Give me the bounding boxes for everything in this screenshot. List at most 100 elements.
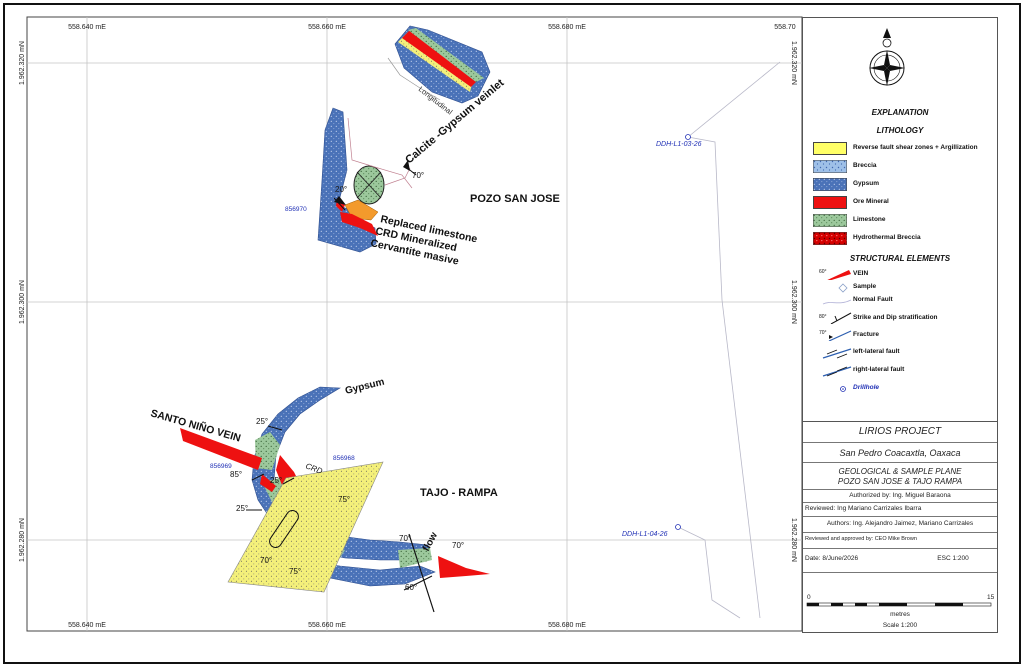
shear-swatch: [813, 142, 847, 155]
approved-text: Reviewed and approved by: CEO Mike Brown: [805, 536, 917, 542]
fault-line-1: [408, 533, 435, 613]
legend-item-gypsum: Gypsum: [813, 178, 995, 192]
scale-bar: 0 15 metres Scale 1:200: [806, 594, 995, 629]
right-lateral-fault-symbol-icon: [822, 366, 852, 377]
longitudinal-limestone-band: [408, 28, 484, 82]
drillhole-traces: [677, 61, 781, 619]
sample-856969-label: 856969: [210, 463, 232, 470]
legend-item-ore: Ore Mineral: [813, 196, 995, 210]
title-divider-5: [803, 516, 997, 517]
santo-nino-vein-body: [180, 428, 262, 470]
legend-panel: EXPLANATION LITHOLOGY Reverse fault shea…: [802, 17, 998, 423]
drillhole-1-label: DDH-L1-03-26: [656, 141, 702, 148]
title-divider-1: [803, 442, 997, 443]
grid-label-top-4: 558.70: [774, 24, 796, 31]
angle-60: 60°: [405, 583, 417, 592]
title-divider-2: [803, 462, 997, 463]
drillhole-symbol-icon: [840, 386, 846, 392]
plane-title: GEOLOGICAL & SAMPLE PLANE: [838, 467, 962, 476]
tajo-rampa-area: Gypsum SANTO NIÑO VEIN CRD TAJO - RAMPA …: [149, 377, 498, 613]
legend-item-fracture: 70° Fracture: [813, 327, 995, 343]
fracture-symbol-icon: 70°: [819, 330, 852, 341]
scale-text: Scale 1:200: [883, 622, 918, 629]
legend-fracture-angle: 70°: [819, 330, 827, 336]
legend-item-limestone: Limestone: [813, 214, 995, 228]
capsule-outline: [269, 510, 299, 548]
legend-vein-angle: 60°: [819, 269, 827, 275]
angle-20: 20°: [335, 185, 347, 194]
longitudinal-ore-band: [402, 30, 476, 87]
legend-label-sample: Sample: [853, 283, 877, 290]
grid-label-right-3: 1.962.280 mN: [790, 518, 797, 562]
limestone-patch-1: [255, 432, 280, 470]
title-divider-4: [803, 502, 997, 503]
angle-85: 85°: [230, 470, 242, 479]
breccia-swatch: [813, 160, 847, 173]
sample-856970-label: 856970: [285, 206, 307, 213]
authors-text: Authors: Ing. Alejandro Jaimez, Mariano …: [826, 520, 974, 527]
legend-label-limestone: Limestone: [853, 216, 886, 223]
scale-min-label: 0: [807, 594, 811, 601]
ore-fragment-2: [260, 474, 276, 492]
title-divider-7: [803, 548, 997, 549]
legend-item-normal-fault: Normal Fault: [813, 294, 995, 308]
longitudinal-outline: [387, 57, 441, 101]
flow-label: flow: [421, 530, 440, 553]
project-title: LIRIOS PROJECT: [858, 426, 942, 437]
grid-label-bottom-2: 558.660 mE: [308, 622, 346, 629]
legend-label-breccia: Breccia: [853, 162, 877, 169]
grid-label-top-1: 558.640 mE: [68, 24, 106, 31]
tajo-rampa-title: TAJO - RAMPA: [420, 487, 498, 499]
grid-label-bottom-3: 558.680 mE: [548, 622, 586, 629]
reviewed-text: Reviewed: Ing Mariano Carrizales Ibarra: [805, 505, 922, 512]
legend-item-sample: Sample: [813, 281, 995, 295]
limestone-patch-4: [398, 548, 432, 568]
grid-label-left-1: 1.962.320 mN: [19, 41, 26, 85]
angle-70-tip: 70°: [452, 541, 464, 550]
legend-explanation-heading: EXPLANATION: [871, 108, 929, 117]
title-divider-6: [803, 532, 997, 533]
grid-label-left-3: 1.962.280 mN: [19, 518, 26, 562]
title-block: LIRIOS PROJECT San Pedro Coacaxtla, Oaxa…: [802, 421, 998, 633]
legend-label-hydrothermal: Hydrothermal Breccia: [853, 234, 921, 241]
scale-unit-label: metres: [890, 611, 911, 618]
grid-label-right-2: 1.962.300 mN: [790, 280, 797, 324]
authorized-text: Authorized by: Ing. Miguel Baraona: [849, 492, 951, 499]
date-text: Date: 8/June/2026: [805, 555, 859, 562]
ore-swatch: [813, 196, 847, 209]
limestone-swatch: [813, 214, 847, 227]
pozo-san-jose-title: POZO SAN JOSE: [470, 193, 560, 205]
crd-ore-body: [340, 212, 378, 236]
gypsum-swatch: [813, 178, 847, 191]
sample-symbol-icon: [838, 283, 848, 293]
grid-label-bottom-1: 558.640 mE: [68, 622, 106, 629]
sample-856968-label: 856968: [333, 455, 355, 462]
drillhole-1[interactable]: DDH-L1-03-26: [656, 134, 702, 149]
drillhole-2[interactable]: DDH-L1-04-26: [622, 524, 681, 539]
location-text: San Pedro Coacaxtla, Oaxaca: [839, 448, 961, 458]
angle-70-top: 70°: [412, 171, 424, 180]
legend-item-breccia: Breccia: [813, 160, 995, 174]
drillhole-1-marker[interactable]: [685, 134, 691, 140]
drillhole-2-marker[interactable]: [675, 524, 681, 530]
legend-label-strike-dip: Strike and Dip stratification: [853, 314, 938, 321]
title-divider-3: [803, 489, 997, 490]
north-arrow-icon: [869, 28, 905, 86]
gypsum-label: Gypsum: [344, 377, 386, 397]
legend-lithology-heading: LITHOLOGY: [876, 126, 924, 135]
fault-line-2: [403, 575, 433, 591]
left-lateral-fault-symbol-icon: [822, 348, 852, 359]
pozo-san-jose-area: Longitudinal Calcite -Gypsum veinlet 70°…: [285, 25, 560, 268]
legend-item-shear: Reverse fault shear zones + Argillizatio…: [813, 142, 995, 156]
legend-label-left-lateral: left-lateral fault: [853, 348, 900, 355]
legend-item-drillhole: Drillhole: [813, 382, 995, 396]
shear-zone-body: [227, 461, 384, 593]
hydrothermal-swatch: [813, 232, 847, 245]
scale-max-label: 15: [987, 594, 995, 601]
coordinate-grid: [27, 17, 802, 631]
legend-item-right-lateral: right-lateral fault: [813, 364, 995, 378]
angle-25-upper: 25°: [256, 417, 268, 426]
legend-label-drillhole: Drillhole: [853, 384, 880, 391]
esc-text: ESC 1:200: [937, 555, 969, 562]
